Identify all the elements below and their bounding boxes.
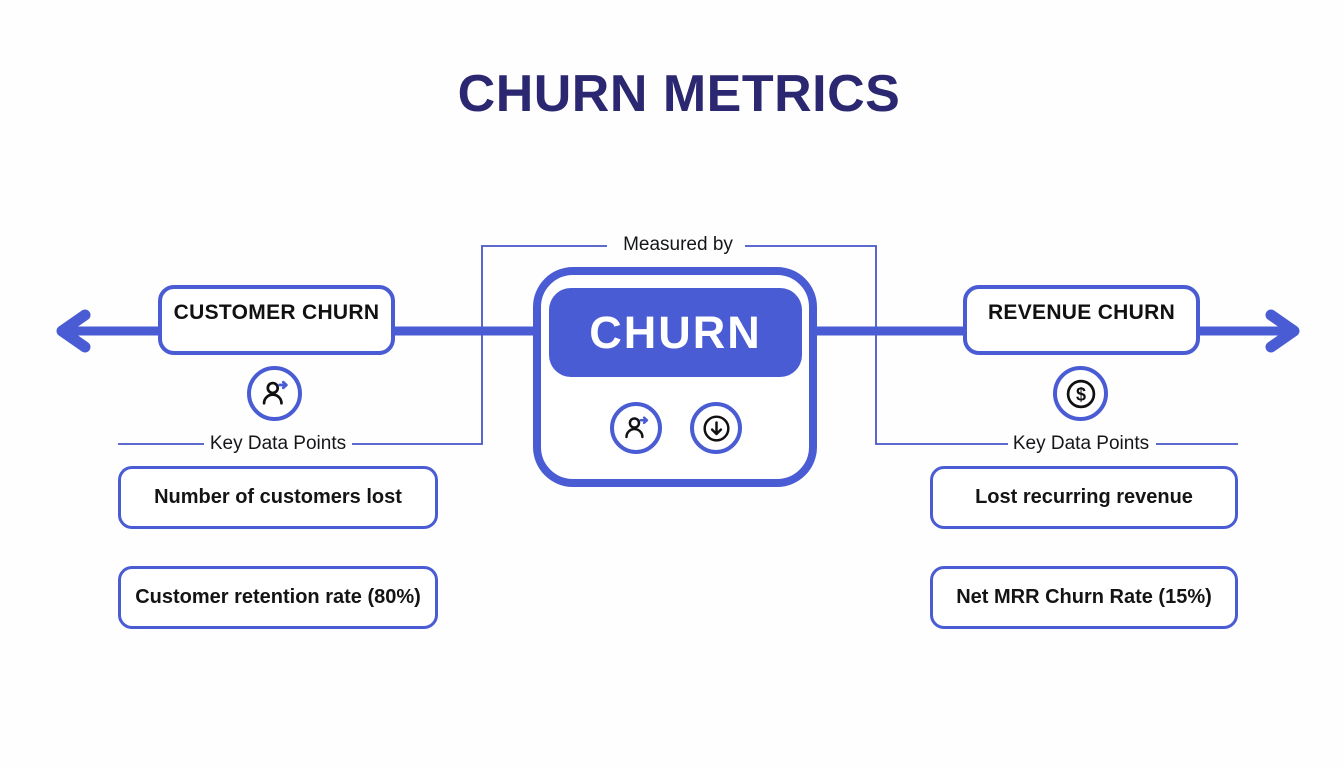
- measured-by-label: Measured by: [623, 234, 733, 255]
- data-point-net-mrr-churn: Net MRR Churn Rate (15%): [930, 566, 1238, 629]
- user-churn-icon: [247, 366, 302, 421]
- svg-text:$: $: [1075, 384, 1085, 404]
- dollar-circle-icon: $: [1053, 366, 1108, 421]
- revenue-churn-label: REVENUE CHURN: [987, 301, 1176, 324]
- churn-pill: CHURN: [549, 288, 802, 377]
- page-title: CHURN METRICS: [457, 65, 901, 123]
- key-data-points-label-right: Key Data Points: [1012, 433, 1150, 454]
- customer-churn-node: CUSTOMER CHURN: [158, 285, 395, 355]
- churn-label: CHURN: [589, 306, 762, 358]
- customer-churn-label: CUSTOMER CHURN: [173, 301, 380, 324]
- data-point-customers-lost: Number of customers lost: [118, 466, 438, 529]
- arrow-down-circle-icon: [690, 402, 742, 454]
- user-churn-icon: [610, 402, 662, 454]
- data-point-lost-revenue: Lost recurring revenue: [930, 466, 1238, 529]
- revenue-churn-node: REVENUE CHURN: [963, 285, 1200, 355]
- data-point-retention-rate: Customer retention rate (80%): [118, 566, 438, 629]
- key-data-points-label-left: Key Data Points: [209, 433, 347, 454]
